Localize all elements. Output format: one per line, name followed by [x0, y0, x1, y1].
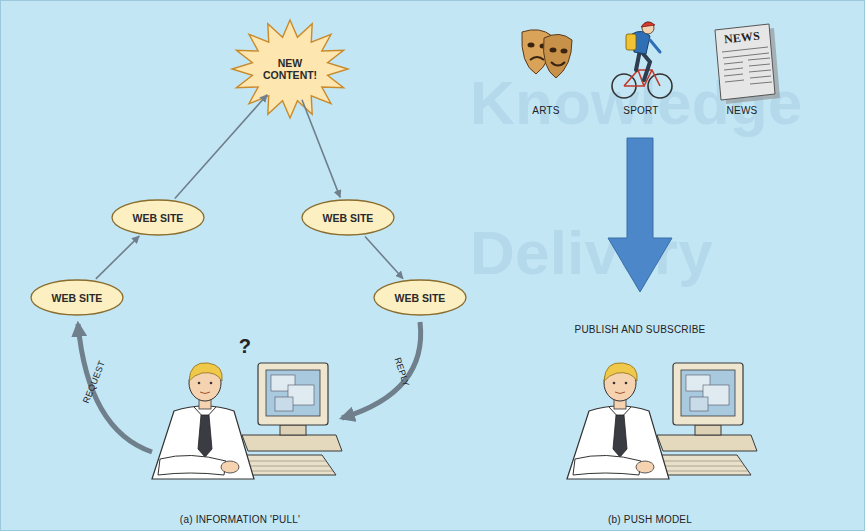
website-ellipse: WEB SITE	[111, 199, 205, 236]
watermark-text: Knowledge Delivery	[470, 28, 865, 328]
ellipse-shape	[374, 280, 466, 315]
website-ellipse: WEB SITE	[30, 279, 124, 316]
website-ellipse: WEB SITE	[301, 199, 395, 236]
flow-arrow	[302, 100, 340, 198]
newspaper-icon	[715, 24, 780, 104]
node-text: WEB SITE	[133, 212, 184, 224]
node-text: WEB SITE	[395, 292, 446, 304]
node-text: NEW CONTENT!	[259, 57, 321, 81]
request-arrow	[78, 324, 152, 452]
caption-text: (a) INFORMATION 'PULL'	[180, 514, 300, 525]
reply-arrow	[342, 322, 421, 418]
model-label: PUBLISH AND SUBSCRIBE	[575, 324, 706, 335]
category-label: NEWS	[727, 105, 758, 116]
starburst-shape	[232, 20, 348, 118]
question-mark: ?	[239, 335, 251, 358]
website-ellipse: WEB SITE	[373, 279, 467, 316]
caption-text: (b) PUSH MODEL	[608, 514, 692, 525]
user-at-computer	[567, 363, 757, 479]
category-label: SPORT	[623, 105, 658, 116]
category-label: ARTS	[532, 105, 559, 116]
flow-arrow	[175, 95, 267, 199]
node-text: WEB SITE	[323, 212, 374, 224]
ellipse-shape	[112, 200, 204, 235]
user-at-computer	[152, 363, 342, 479]
flow-arrow	[96, 236, 139, 279]
ellipse-shape	[31, 280, 123, 315]
content-starburst: NEW CONTENT!	[232, 20, 348, 118]
flow-arrow	[365, 236, 403, 278]
ellipse-shape	[302, 200, 394, 235]
node-text: WEB SITE	[52, 292, 103, 304]
